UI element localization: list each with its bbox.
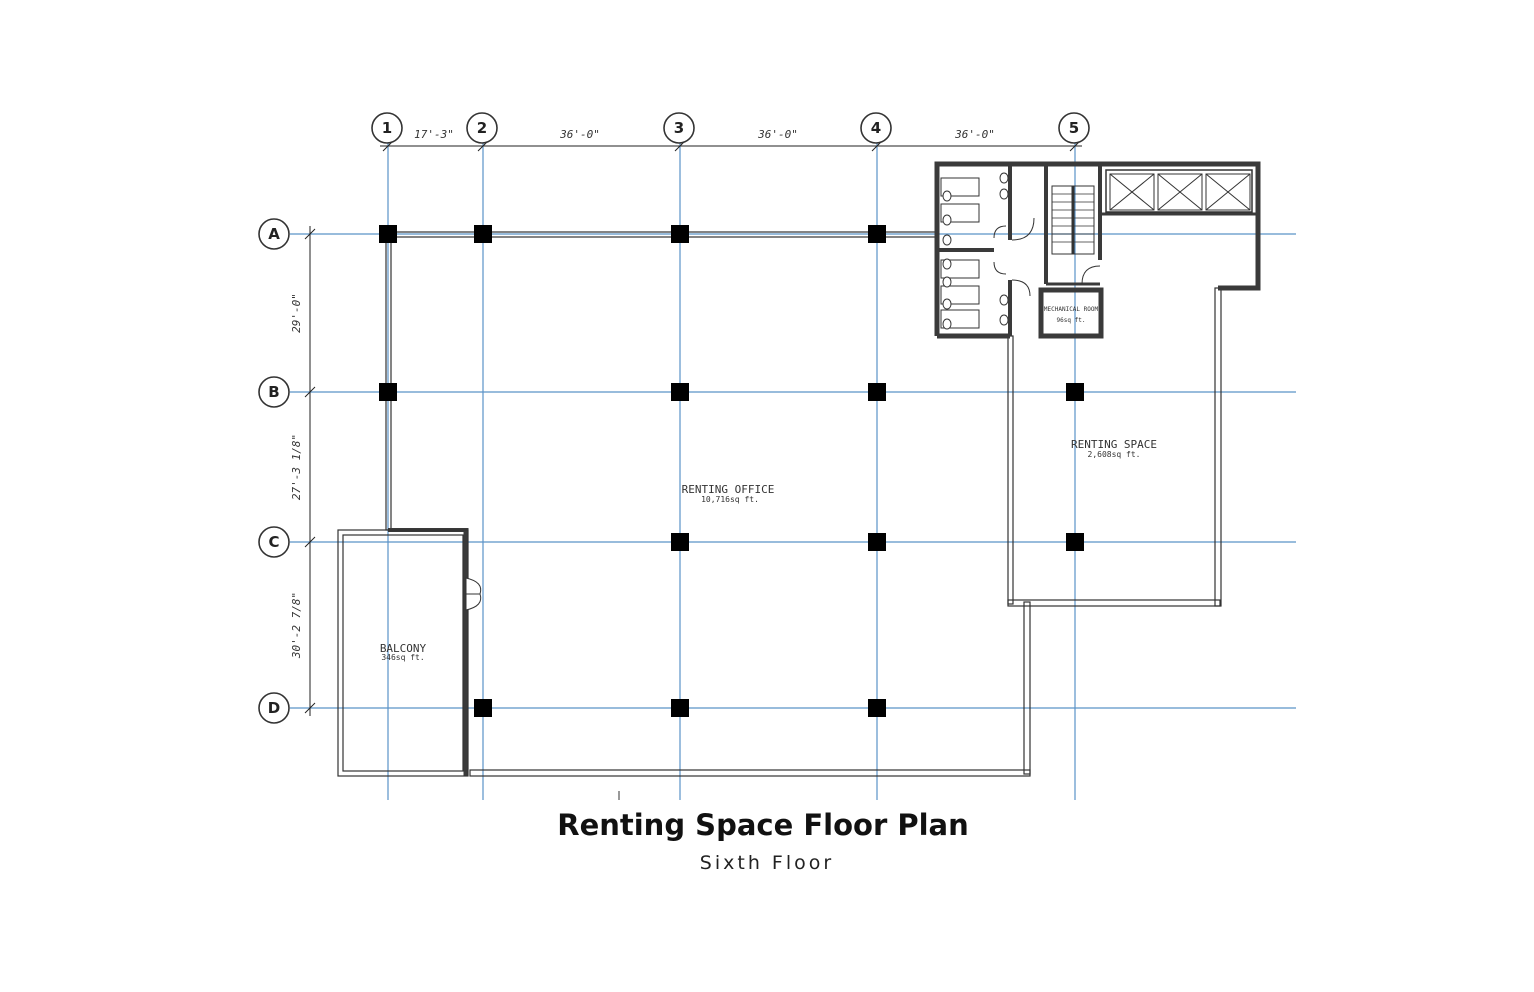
- floor-plan-drawing: 17'-3" 36'-0" 36'-0" 36'-0" 29'-0" 27'-3…: [258, 112, 1296, 800]
- column-b1: [379, 383, 397, 401]
- dim-c-d: 30'-2 7/8": [290, 592, 303, 659]
- plan-title: Renting Space Floor Plan: [557, 808, 969, 842]
- column-c4: [868, 533, 886, 551]
- column-c5: [1066, 533, 1084, 551]
- room-label-balcony: BALCONY: [380, 642, 427, 655]
- grid-bubble-b: [258, 376, 290, 408]
- grid-bubble-1: [371, 112, 403, 144]
- grid-label-c: C: [268, 533, 279, 551]
- grid-label-2: 2: [477, 119, 487, 137]
- grid-label-4: 4: [871, 119, 881, 137]
- dim-3-4: 36'-0": [757, 128, 798, 141]
- grid-label-d: D: [268, 699, 280, 717]
- dimension-lines: [304, 140, 1082, 716]
- grid-bubble-4: [860, 112, 892, 144]
- balcony-door: [465, 577, 482, 611]
- column-a4: [868, 225, 886, 243]
- grid-bubble-2: [466, 112, 498, 144]
- grid-bubble-3: [663, 112, 695, 144]
- structural-columns: [379, 225, 1084, 717]
- dim-4-5: 36'-0": [954, 128, 995, 141]
- room-area-mechanical: 96sq ft.: [1057, 317, 1086, 324]
- room-area-space: 2,608sq ft.: [1088, 450, 1141, 459]
- column-c3: [671, 533, 689, 551]
- column-d4: [868, 699, 886, 717]
- grid-label-b: B: [268, 383, 279, 401]
- grid-label-1: 1: [382, 119, 392, 137]
- room-label-space: RENTING SPACE: [1071, 438, 1157, 451]
- column-a1: [379, 225, 397, 243]
- grid-lines: [290, 140, 1296, 800]
- room-label-mechanical: MECHANICAL ROOM: [1044, 306, 1099, 313]
- room-area-balcony: 346sq ft.: [381, 653, 424, 662]
- dim-b-c: 27'-3 1/8": [290, 434, 303, 500]
- dim-1-2: 17'-3": [414, 128, 454, 141]
- grid-bubble-a: [258, 218, 290, 250]
- column-b5: [1066, 383, 1084, 401]
- column-a3: [671, 225, 689, 243]
- grid-bubble-c: [258, 526, 290, 558]
- column-b4: [868, 383, 886, 401]
- grid-label-3: 3: [674, 119, 684, 137]
- grid-bubble-5: [1058, 112, 1090, 144]
- building-core: [934, 161, 1261, 339]
- exterior-walls: [337, 231, 1222, 777]
- grid-label-5: 5: [1069, 119, 1079, 137]
- dim-2-3: 36'-0": [559, 128, 600, 141]
- dim-a-b: 29'-0": [290, 293, 303, 333]
- column-d2: [474, 699, 492, 717]
- column-b3: [671, 383, 689, 401]
- plan-subtitle: Sixth Floor: [699, 852, 835, 874]
- grid-bubble-d: [258, 692, 290, 724]
- grid-label-a: A: [268, 225, 280, 243]
- room-label-office: RENTING OFFICE: [682, 483, 775, 496]
- column-a2: [474, 225, 492, 243]
- column-d3: [671, 699, 689, 717]
- room-area-office: 10,716sq ft.: [701, 495, 759, 504]
